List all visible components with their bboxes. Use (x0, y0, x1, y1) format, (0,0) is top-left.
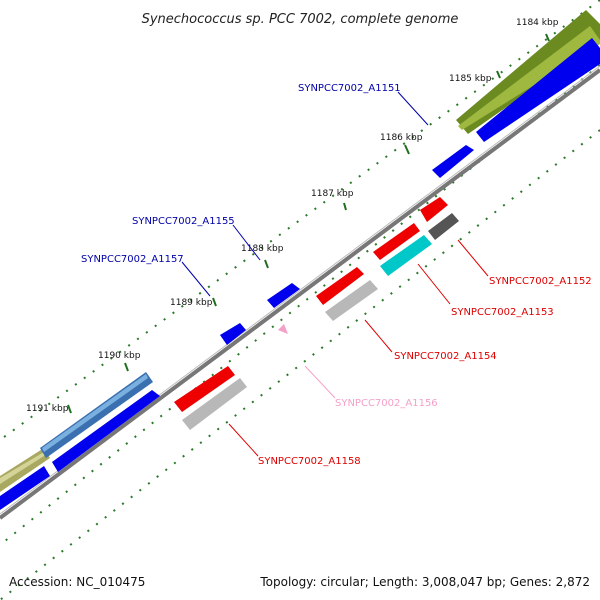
gene-A1153-arrow (373, 223, 420, 260)
kbp-label: 1188 kbp (241, 244, 284, 254)
kbp-label: 1189 kbp (170, 298, 213, 308)
gene-label[interactable]: SYNPCC7002_A1155 (132, 216, 235, 227)
accession-text: Accession: NC_010475 (9, 575, 145, 589)
kbp-labels: 1184 kbp 1185 kbp 1186 kbp 1187 kbp 1188… (26, 18, 559, 414)
feature-bar-gray-2 (182, 378, 247, 430)
feature-bar-olive-highlight (458, 26, 600, 130)
map-title: Synechococcus sp. PCC 7002, complete gen… (142, 12, 459, 27)
gene-label[interactable]: SYNPCC7002_A1158 (258, 456, 361, 467)
feature-bar-cyan (380, 235, 432, 276)
kbp-label: 1185 kbp (449, 74, 492, 84)
feature-bar-gray-dark (428, 213, 459, 240)
outer-tick-ring (0, 0, 600, 441)
gene-A1156-arrow (278, 324, 288, 334)
gene-label[interactable]: SYNPCC7002_A1151 (298, 83, 401, 94)
genome-summary-text: Topology: circular; Length: 3,008,047 bp… (259, 575, 590, 589)
leader-lines (181, 91, 489, 457)
cds-bar-forward-bottom-a (0, 466, 50, 510)
cds-bar-forward-bottom-b (52, 390, 160, 472)
gene-A1157-arrow (220, 323, 246, 345)
cds-bar-forward-top (476, 38, 600, 142)
genome-backbone (0, 68, 600, 520)
major-ticks (67, 33, 550, 414)
feature-bar-khaki-highlight (0, 452, 44, 484)
gene-label[interactable]: SYNPCC7002_A1157 (81, 254, 184, 265)
gene-A1158-arrow (174, 366, 235, 412)
gene-label[interactable]: SYNPCC7002_A1152 (489, 276, 592, 287)
gene-labels: SYNPCC7002_A1151 SYNPCC7002_A1155 SYNPCC… (81, 83, 592, 467)
inner-tick-ring-2 (0, 129, 600, 600)
gene-A1152-arrow (420, 197, 448, 222)
gene-label[interactable]: SYNPCC7002_A1154 (394, 351, 497, 362)
gene-label[interactable]: SYNPCC7002_A1156 (335, 398, 438, 409)
kbp-label: 1184 kbp (516, 18, 559, 28)
kbp-label: 1190 kbp (98, 351, 141, 361)
kbp-label: 1186 kbp (380, 133, 423, 143)
kbp-label: 1191 kbp (26, 404, 69, 414)
gene-A1151-arrow (432, 145, 474, 178)
kbp-label: 1187 kbp (311, 189, 354, 199)
gene-A1155-arrow (267, 283, 300, 308)
feature-bar-gray-1 (325, 280, 378, 321)
gene-A1154-arrow (316, 267, 364, 305)
gene-label[interactable]: SYNPCC7002_A1153 (451, 307, 554, 318)
feature-bar-steelblue-highlight (42, 374, 148, 452)
